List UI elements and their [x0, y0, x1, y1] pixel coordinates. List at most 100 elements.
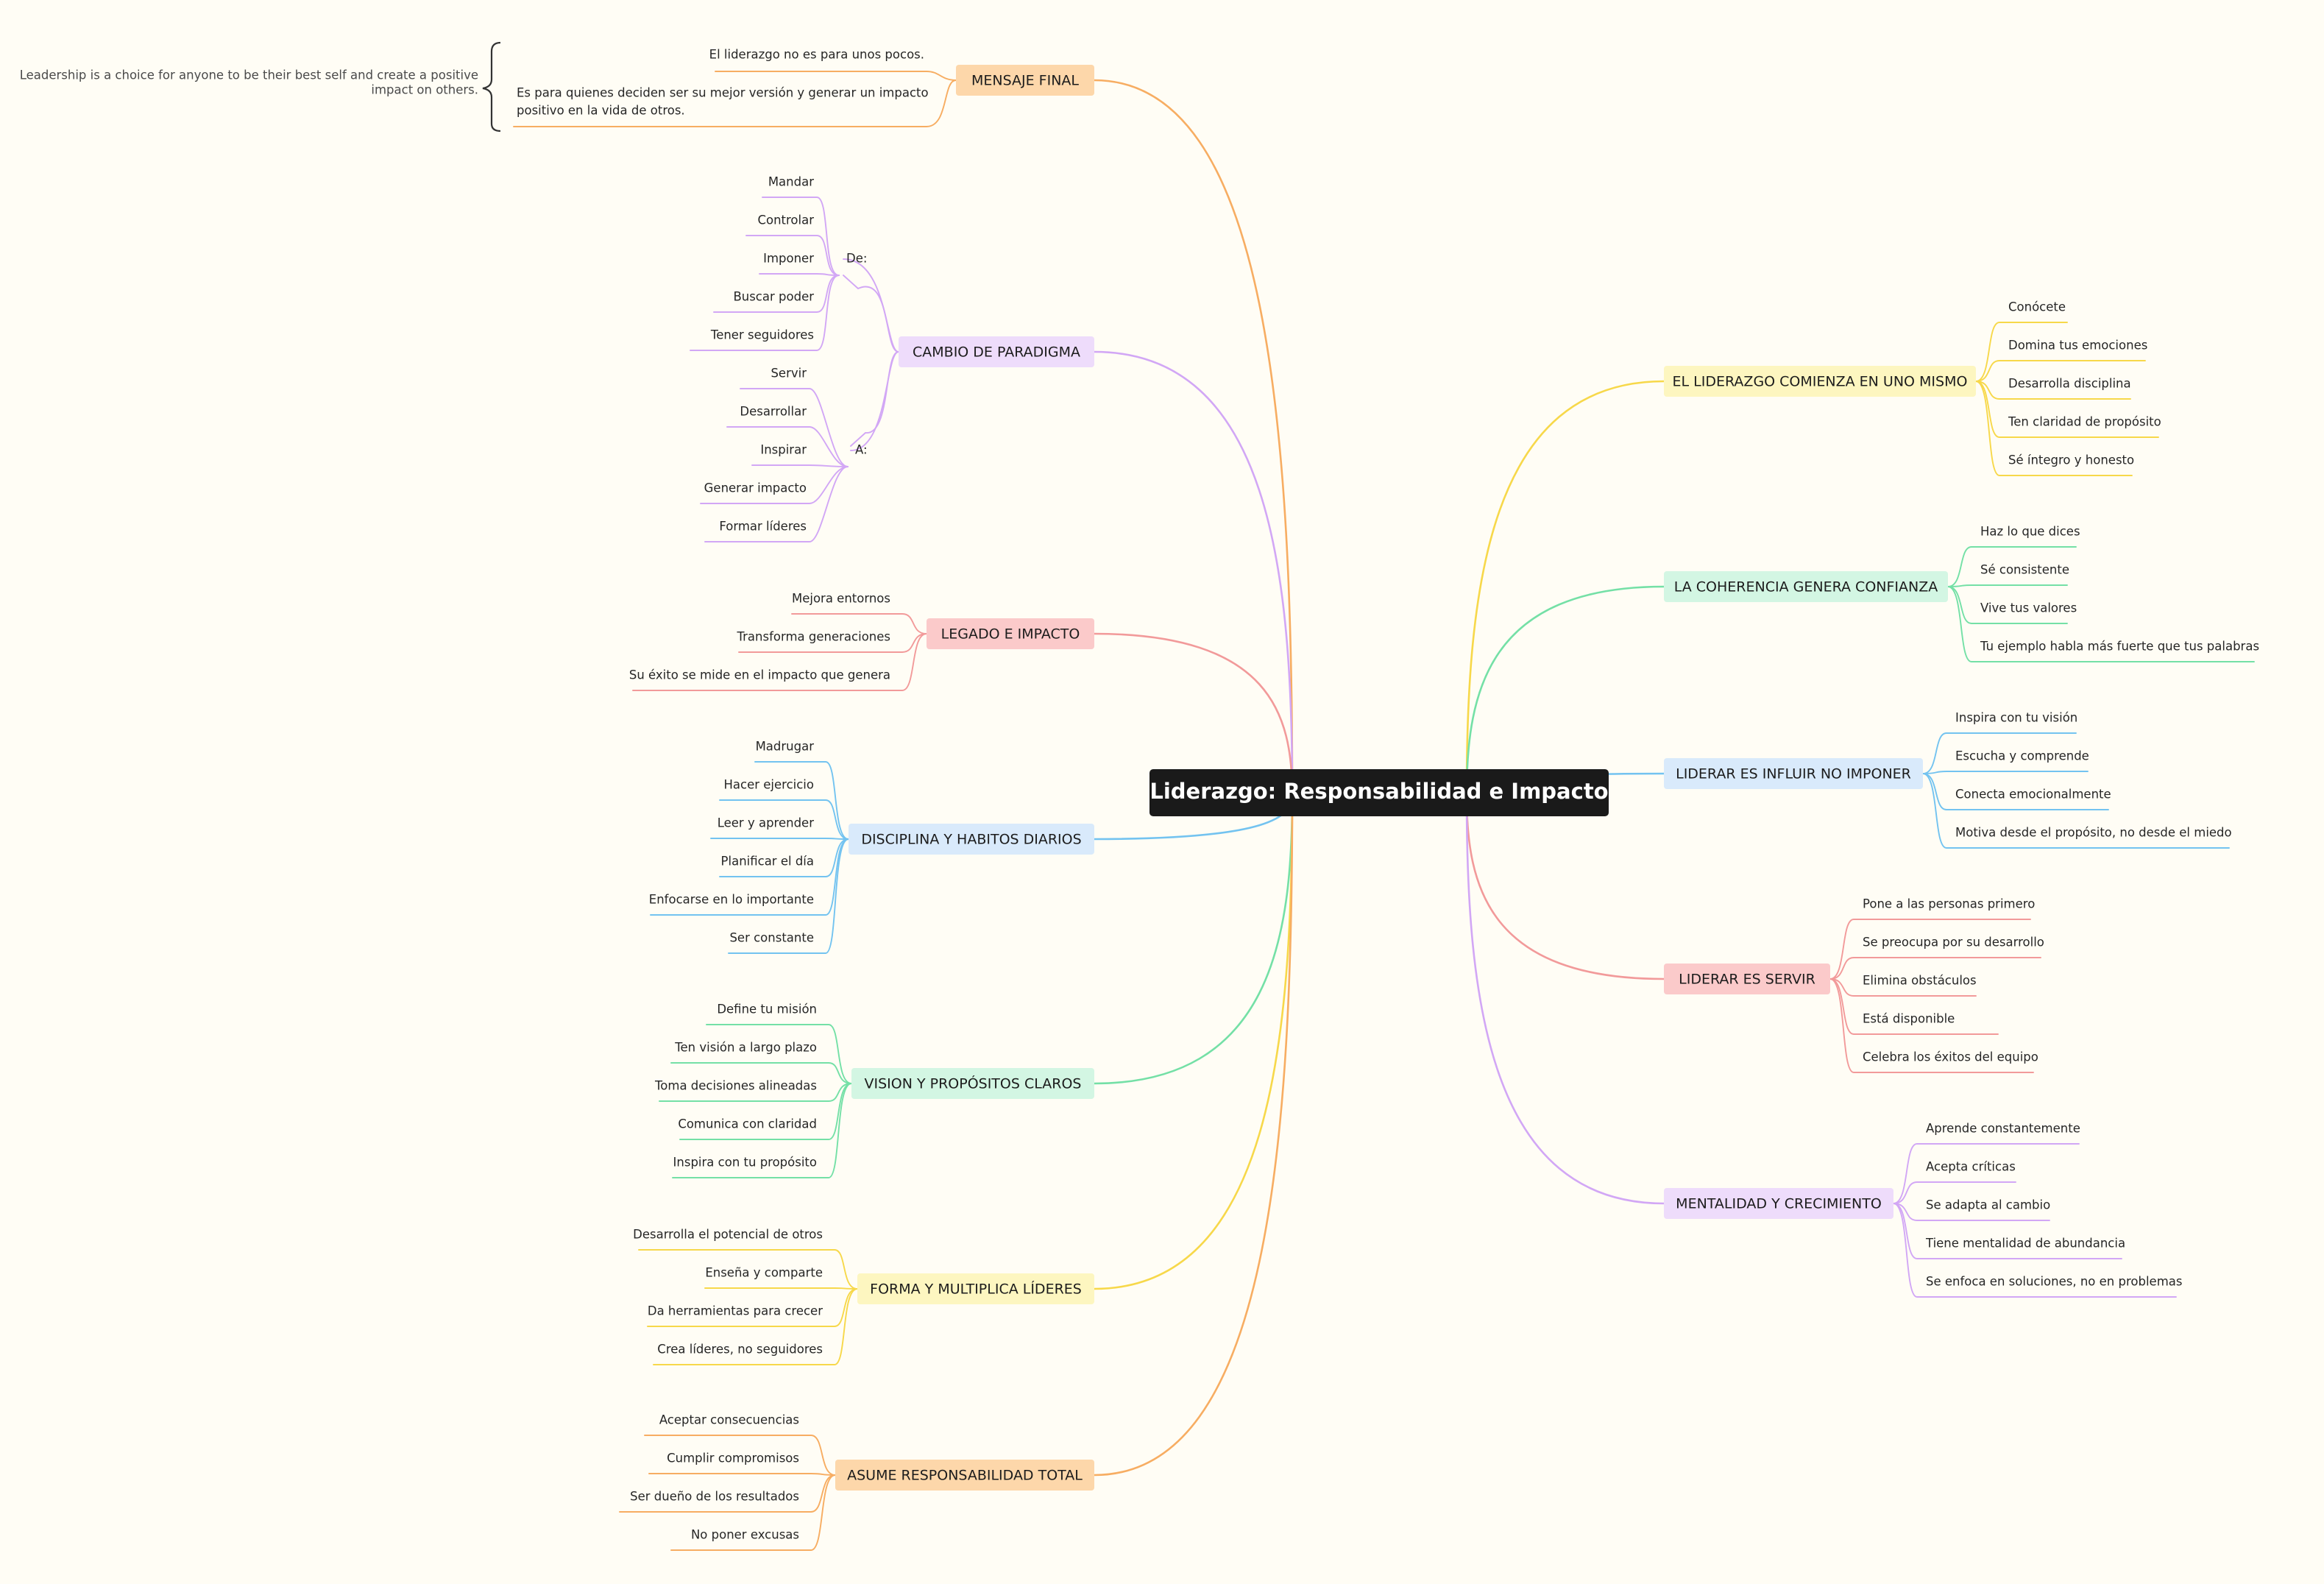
leaf-connector	[672, 1083, 852, 1178]
topic-disciplina-y-habitos-diarios[interactable]: DISCIPLINA Y HABITOS DIARIOSMadrugarHace…	[649, 740, 1094, 945]
leaf-generar-impacto: Generar impacto	[704, 481, 807, 495]
leaf-connector	[738, 633, 927, 653]
leaf-cumplir-compromisos: Cumplir compromisos	[667, 1452, 799, 1465]
group-connector	[843, 258, 899, 353]
note-line-2: impact on others.	[371, 83, 478, 97]
leaf-tu-ejemplo-habla-mas-fuerte-que-tus-palabras: Tu ejemplo habla más fuerte que tus pala…	[1980, 640, 2259, 654]
leaf-connector	[653, 1288, 858, 1365]
leaf-imponer: Imponer	[763, 252, 814, 266]
topic-box	[956, 65, 1094, 96]
leaf-domina-tus-emociones: Domina tus emociones	[2008, 339, 2147, 353]
nodes-layer: Liderazgo: Responsabilidad e Impacto MENS…	[20, 48, 2259, 1542]
topic-label: FORMA Y MULTIPLICA LÍDERES	[870, 1281, 1082, 1298]
group-label: A:	[855, 443, 868, 457]
leaf-connector	[1922, 773, 2230, 849]
leaf-escucha-y-comprende: Escucha y comprende	[1955, 749, 2089, 763]
leaf-planificar-el-dia: Planificar el día	[721, 855, 814, 869]
leaf-elimina-obstaculos: Elimina obstáculos	[1863, 974, 1977, 988]
leaf-connector	[1829, 919, 2031, 980]
leaf-connector	[791, 613, 927, 634]
leaf-connector	[754, 761, 849, 840]
leaf-mandar: Mandar	[768, 175, 814, 189]
leaf-inspira-con-tu-vision: Inspira con tu visión	[1955, 711, 2077, 725]
leaf-se-adapta-al-cambio: Se adapta al cambio	[1926, 1198, 2050, 1212]
leaf-toma-decisiones-alineadas: Toma decisiones alineadas	[654, 1079, 817, 1093]
note[interactable]: Leadership is a choice for anyone to be …	[20, 68, 478, 97]
leaf-connector	[1829, 978, 2034, 1073]
leaf-formar-lideres: Formar líderes	[719, 520, 807, 534]
leaf-connector	[1893, 1203, 2177, 1298]
leaf-connector	[1975, 381, 2131, 400]
leaf-connector	[1893, 1143, 2080, 1204]
topic-connector	[1465, 585, 1665, 796]
topic-box	[927, 618, 1094, 649]
leaf-connector	[619, 1474, 836, 1513]
topic-cambio-de-paradigma[interactable]: CAMBIO DE PARADIGMADe:MandarControlarImp…	[704, 175, 1094, 534]
leaf-conecta-emocionalmente: Conecta emocionalmente	[1955, 788, 2111, 802]
leaf-connector	[659, 1083, 852, 1102]
root-node-label: Liderazgo: Responsabilidad e Impacto	[1149, 779, 1608, 804]
leaf-connector	[1975, 381, 2133, 476]
leaf-connector	[706, 1024, 852, 1084]
connectors-layer	[482, 41, 2255, 1551]
leaf-connector	[1829, 978, 1977, 997]
leaf-connector	[726, 426, 849, 467]
topic-label: CAMBIO DE PARADIGMA	[913, 344, 1080, 361]
leaf-celebra-los-exitos-del-equipo: Celebra los éxitos del equipo	[1863, 1050, 2038, 1064]
leaf-connector	[1893, 1181, 2016, 1204]
topic-box	[849, 824, 1094, 855]
leaf-comunica-con-claridad: Comunica con claridad	[678, 1117, 817, 1131]
root-node-box	[1149, 769, 1609, 816]
leaf-inspira-con-tu-proposito: Inspira con tu propósito	[673, 1156, 817, 1170]
topic-label: DISCIPLINA Y HABITOS DIARIOS	[861, 832, 1081, 848]
topic-connector	[1465, 793, 1665, 980]
topic-connector	[1093, 632, 1294, 796]
leaf-acepta-criticas: Acepta críticas	[1926, 1160, 2016, 1174]
leaf-connector	[740, 388, 849, 467]
leaf-transforma-generaciones: Transforma generaciones	[736, 630, 890, 644]
topic-box	[851, 1068, 1094, 1099]
leaf-connector	[1947, 546, 2077, 587]
leaf-connector	[690, 275, 840, 351]
topic-box	[1664, 366, 1976, 397]
topic-box	[835, 1460, 1094, 1491]
topic-box	[1664, 1188, 1893, 1219]
leaf-motiva-desde-el-proposito-no-desde-el-miedo: Motiva desde el propósito, no desde el m…	[1955, 826, 2232, 840]
leaf-connector	[513, 79, 957, 127]
leaf-connector	[1829, 957, 2041, 980]
leaf-connector	[1975, 322, 2068, 382]
topic-el-liderazgo-comienza-en-uno-mismo[interactable]: EL LIDERAZGO COMIENZA EN UNO MISMOConóce…	[1664, 300, 2161, 467]
leaf-message-2: Es para quienes deciden ser su mejor ver…	[517, 86, 929, 100]
leaf-controlar: Controlar	[757, 213, 814, 227]
leaf-servir: Servir	[770, 367, 807, 381]
leaf-hacer-ejercicio: Hacer ejercicio	[724, 778, 815, 792]
leaf-connector	[713, 275, 840, 313]
leaf-inspirar: Inspirar	[760, 443, 807, 457]
leaf-connector	[1947, 586, 2255, 662]
leaf-connector	[745, 235, 840, 276]
leaf-ser-constante: Ser constante	[729, 931, 814, 945]
topic-connector	[1465, 793, 1665, 1205]
leaf-connector	[728, 838, 849, 954]
leaf-ten-claridad-de-proposito: Ten claridad de propósito	[2008, 415, 2161, 429]
leaf-connector	[632, 633, 927, 691]
leaf-connector	[715, 71, 957, 81]
leaf-message-1: El liderazgo no es para unos pocos.	[709, 48, 924, 62]
leaf-se-integro-y-honesto: Sé íntegro y honesto	[2008, 453, 2134, 467]
root-node[interactable]: Liderazgo: Responsabilidad e Impacto	[1149, 769, 1609, 816]
leaf-desarrolla-disciplina: Desarrolla disciplina	[2008, 377, 2131, 391]
leaf-define-tu-mision: Define tu misión	[717, 1003, 817, 1016]
leaf-connector	[648, 1473, 836, 1476]
